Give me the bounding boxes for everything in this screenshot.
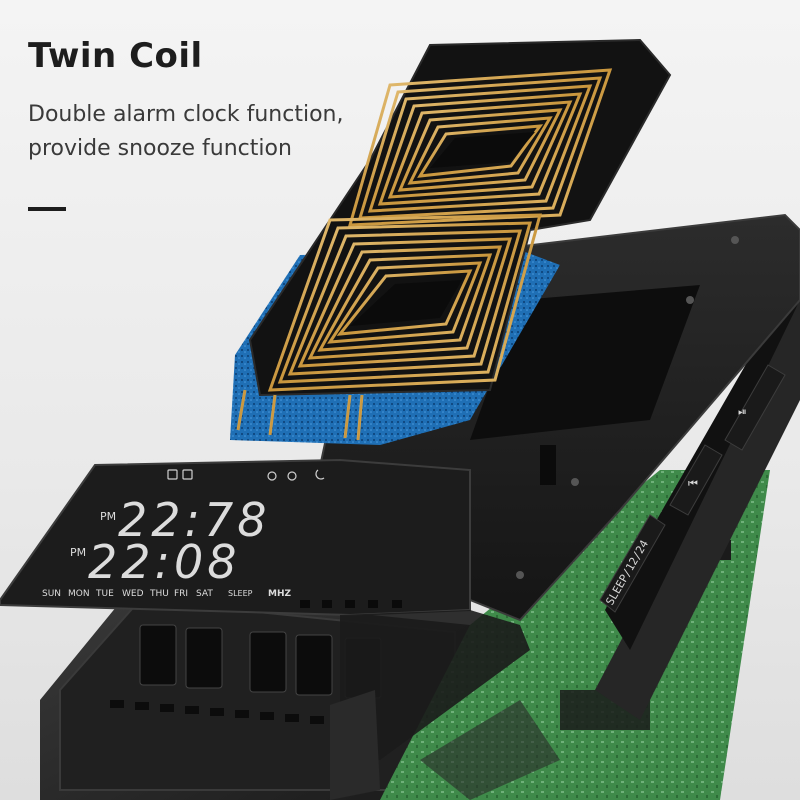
clock-icon xyxy=(267,471,277,481)
snooze-icon xyxy=(287,471,297,481)
pm-indicator-top: PM xyxy=(100,510,116,523)
day-fri: FRI xyxy=(174,589,188,599)
alarm1-icon xyxy=(167,469,178,480)
front-frame-edge xyxy=(330,610,530,800)
play-pause-button[interactable]: ⏯ xyxy=(724,364,786,451)
day-thu: THU xyxy=(149,589,169,599)
page-title: Twin Coil xyxy=(28,36,203,76)
subtitle-line-2: provide snooze function xyxy=(28,136,292,161)
twin-coil xyxy=(236,68,613,441)
weekday-row: SUN MON TUE WED THU FRI SAT xyxy=(42,589,213,599)
mhz-indicator: MHZ xyxy=(268,589,291,599)
time-display-row2: 22:08 xyxy=(88,535,241,589)
day-sun: SUN xyxy=(42,589,61,599)
subtitle-line-1: Double alarm clock function, xyxy=(28,102,344,127)
day-wed: WED xyxy=(122,589,144,599)
day-mon: MON xyxy=(68,589,90,599)
day-sat: SAT xyxy=(196,589,213,599)
coil-leads xyxy=(236,389,364,441)
previous-track-icon: ⏮ xyxy=(688,477,698,490)
led-display-panel: PM PM 22:78 22:08 SUN MON TUE WED THU FR… xyxy=(0,458,471,617)
lower-coil xyxy=(267,213,542,392)
alarm2-icon xyxy=(182,469,193,480)
moon-icon xyxy=(315,469,325,480)
time-display-row1: 22:78 xyxy=(118,493,271,547)
sleep-indicator: SLEEP xyxy=(228,589,253,598)
title-divider xyxy=(28,207,66,211)
pm-indicator-bottom: PM xyxy=(70,546,86,559)
page-subtitle: Double alarm clock function, provide sno… xyxy=(28,98,388,166)
play-pause-icon: ⏯ xyxy=(738,405,747,418)
day-tue: TUE xyxy=(95,589,114,599)
previous-track-button[interactable]: ⏮ xyxy=(669,444,723,516)
upper-coil xyxy=(347,68,613,227)
